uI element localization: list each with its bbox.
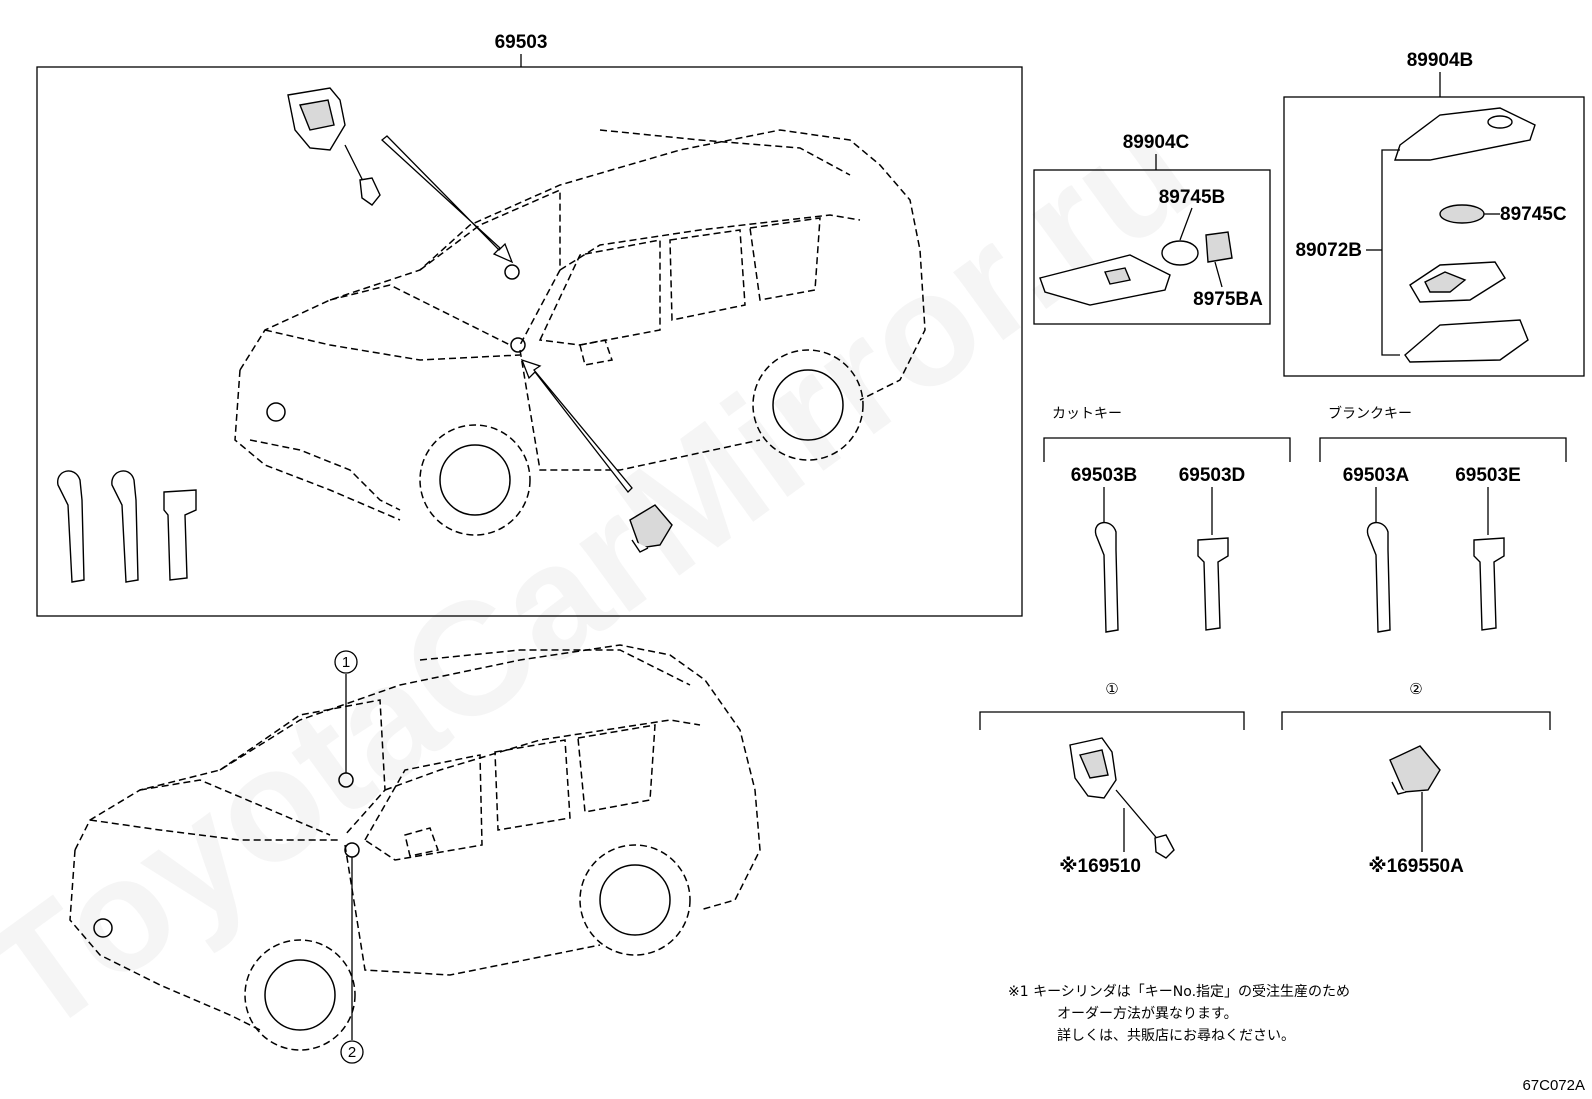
- note-block: ※1 キーシリンダは「キーNo.指定」の受注生産のため オーダー方法が異なります…: [1008, 984, 1350, 1044]
- part-label-69503[interactable]: 69503: [495, 32, 548, 53]
- part-label-69503A[interactable]: 69503A: [1343, 465, 1410, 486]
- vehicle-upper-illustration: [234, 129, 926, 536]
- marker-2: ②: [1409, 680, 1422, 698]
- part-label-89745B[interactable]: 89745B: [1159, 187, 1226, 208]
- smart-key-frame: [1283, 96, 1585, 377]
- part-label-69510[interactable]: ※169510: [1059, 856, 1141, 877]
- assembly-89904C: 89904C 89745B 8975BA: [1033, 132, 1271, 325]
- part-label-89745C[interactable]: 89745C: [1500, 204, 1567, 225]
- assembly-69503: 69503: [36, 32, 1023, 617]
- part-label-69503E[interactable]: 69503E: [1455, 465, 1521, 486]
- drawing-code: 67C072A: [1522, 1077, 1585, 1094]
- note-line-2: オーダー方法が異なります。: [1057, 1006, 1238, 1022]
- assembly-89904B: 89904B 89745C 89072B: [1283, 50, 1585, 377]
- part-label-69503B[interactable]: 69503B: [1071, 465, 1138, 486]
- part-label-89072B[interactable]: 89072B: [1295, 240, 1362, 261]
- section-2: ② ※169550A: [1281, 680, 1551, 877]
- part-label-89904B[interactable]: 89904B: [1407, 50, 1474, 71]
- cut-key-group: カットキー 69503B 69503D: [1043, 406, 1291, 633]
- ignition-cylinder-illustration: [629, 504, 673, 553]
- note-line-3: 詳しくは、共販店にお尋ねください。: [1057, 1028, 1295, 1044]
- assembly-frame: [36, 66, 1023, 617]
- keys-in-assembly: [57, 470, 197, 583]
- part-label-8975BA[interactable]: 8975BA: [1193, 289, 1263, 310]
- callout-arrows: [381, 135, 633, 493]
- note-line-1: ※1 キーシリンダは「キーNo.指定」の受注生産のため: [1008, 984, 1350, 1000]
- door-lock-cylinder-illustration: [287, 87, 381, 206]
- vehicle-lower-illustration: 1 2: [69, 644, 761, 1064]
- vehicle-marker-1: 1: [342, 654, 350, 671]
- vehicle-marker-2: 2: [348, 1044, 356, 1061]
- part-label-69550A[interactable]: ※169550A: [1368, 856, 1464, 877]
- blank-key-group: ブランクキー 69503A 69503E: [1319, 405, 1567, 633]
- marker-1: ①: [1105, 680, 1118, 698]
- group-label-cut-key: カットキー: [1052, 406, 1122, 422]
- section-1: ① ※169510: [979, 680, 1245, 877]
- card-key-frame: [1033, 169, 1271, 325]
- group-label-blank-key: ブランクキー: [1328, 405, 1412, 422]
- part-label-69503D[interactable]: 69503D: [1179, 465, 1246, 486]
- part-label-89904C[interactable]: 89904C: [1123, 132, 1190, 153]
